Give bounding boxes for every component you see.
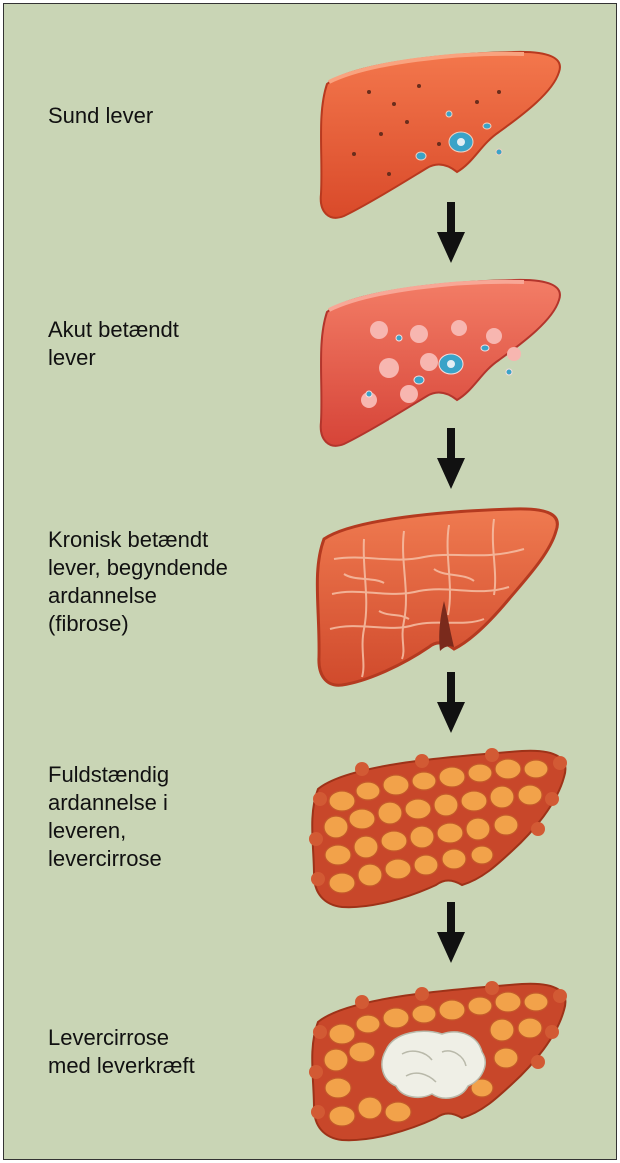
progression-arrow-3: [436, 672, 466, 734]
stage-5-label: Levercirrose med leverkræft: [48, 1024, 195, 1080]
stage-4-label: Fuldstændig ardannelse i leveren, leverc…: [48, 761, 169, 873]
stage-1-label-line: Sund lever: [48, 102, 153, 130]
stage-2-label-line: lever: [48, 344, 179, 372]
fibrosis-liver-illustration: [304, 499, 569, 689]
progression-arrow-2: [436, 428, 466, 490]
stage-2-label: Akut betændt lever: [48, 316, 179, 372]
inflamed-liver-illustration: [309, 272, 569, 452]
stage-3-label-line: Kronisk betændt: [48, 526, 228, 554]
cirrhosis-liver-illustration: [302, 739, 577, 914]
stage-3-label-line: ardannelse: [48, 582, 228, 610]
progression-arrow-1: [436, 202, 466, 264]
stage-4-label-line: leveren,: [48, 817, 169, 845]
progression-arrow-4: [436, 902, 466, 964]
stage-4-label-line: Fuldstændig: [48, 761, 169, 789]
stage-4-label-line: levercirrose: [48, 845, 169, 873]
stage-5-label-line: Levercirrose: [48, 1024, 195, 1052]
stage-4-label-line: ardannelse i: [48, 789, 169, 817]
stage-3-label-line: (fibrose): [48, 610, 228, 638]
stage-1-label: Sund lever: [48, 102, 153, 130]
stage-3-label: Kronisk betændt lever, begyndende ardann…: [48, 526, 228, 638]
stage-3-label-line: lever, begyndende: [48, 554, 228, 582]
healthy-liver-illustration: [309, 44, 569, 224]
stage-5-label-line: med leverkræft: [48, 1052, 195, 1080]
diagram-panel: Sund lever Akut betændt lever Kronisk be…: [3, 3, 617, 1160]
cirrhosis-cancer-liver-illustration: [302, 972, 577, 1147]
stage-2-label-line: Akut betændt: [48, 316, 179, 344]
